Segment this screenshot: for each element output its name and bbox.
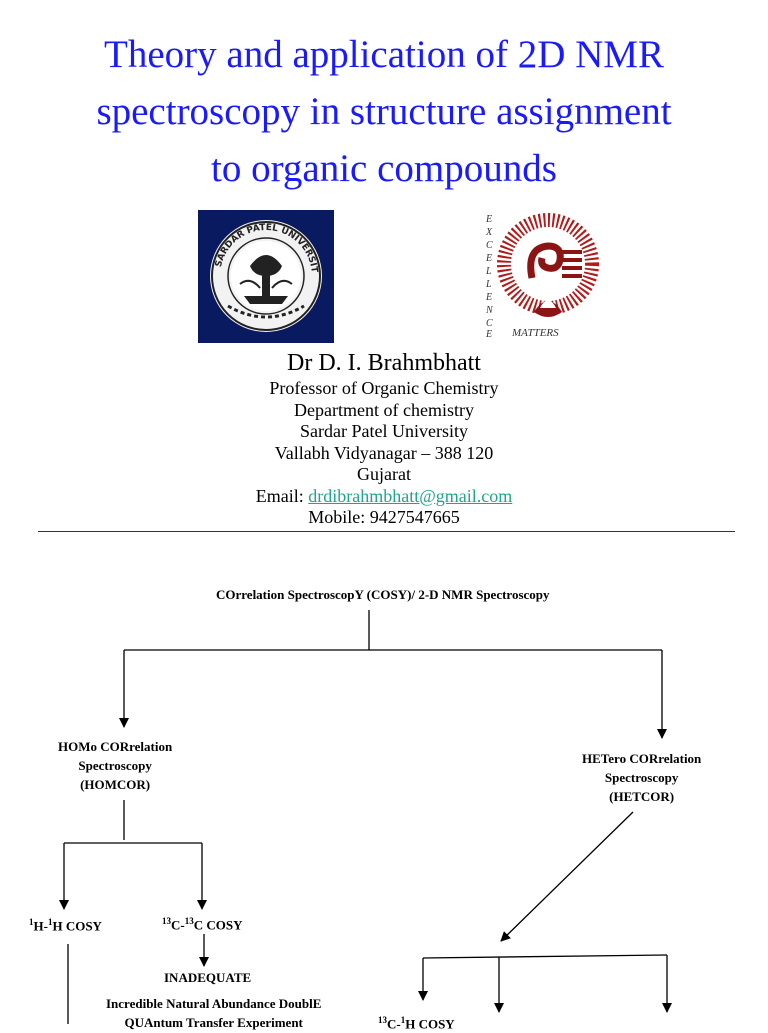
inadequate-node: INADEQUATE	[164, 970, 252, 985]
author-university: Sardar Patel University	[300, 421, 468, 441]
svg-text:C: C	[486, 240, 493, 251]
arrow-hetcor-diagonal	[500, 811, 634, 942]
university-seal-logo: SARDAR PATEL UNIVERSITY	[194, 203, 334, 343]
hetcor-line-1: HETero CORrelation	[582, 751, 702, 766]
inadequate-description: Incredible Natural Abundance DoublE QUAn…	[106, 994, 321, 1032]
author-mobile: Mobile: 9427547665	[308, 507, 460, 527]
title-line-2: spectroscopy in structure assignment	[96, 90, 672, 133]
hetcor-line-2: Spectroscopy	[604, 770, 679, 785]
title-line-3: to organic compounds	[211, 147, 557, 190]
homcor-line-2: Spectroscopy	[78, 758, 152, 773]
author-name: Dr D. I. Brahmbhatt	[287, 350, 481, 376]
hetcor-line-3: (HETCOR)	[609, 789, 675, 804]
email-label: Email:	[255, 485, 304, 506]
svg-text:L: L	[485, 266, 492, 277]
author-address: Vallabh Vidyanagar – 388 120	[274, 442, 494, 463]
hh-cosy-node: 1H-1H COSY	[29, 917, 102, 934]
title-line-1: Theory and application of 2D NMR	[104, 33, 664, 76]
svg-text:E: E	[485, 253, 492, 264]
author-position: Professor of Organic Chemistry	[269, 378, 499, 398]
page-title: Theory and application of 2D NMR spectro…	[0, 26, 768, 197]
svg-text:N: N	[485, 305, 494, 316]
author-state: Gujarat	[357, 464, 411, 484]
homcor-node: HOMo CORrelation Spectroscopy (HOMCOR)	[58, 737, 172, 794]
svg-text:MATTERS: MATTERS	[511, 327, 559, 339]
homcor-line-1: HOMo CORrelation	[58, 739, 173, 754]
ch-cosy-node: 13C-1H COSY	[378, 1015, 455, 1032]
svg-text:E: E	[485, 329, 492, 340]
hetcor-branch	[422, 954, 668, 959]
divider	[38, 531, 735, 532]
inadequate-desc-line-1: Incredible Natural Abundance DoublE	[106, 996, 322, 1011]
author-email-line: Email: drdibrahmbhatt@gmail.com	[0, 486, 768, 508]
root-node: COrrelation SpectroscopY (COSY)/ 2-D NMR…	[216, 587, 550, 602]
svg-text:X: X	[485, 227, 493, 238]
svg-text:L: L	[485, 279, 492, 290]
author-block: Dr D. I. Brahmbhatt Professor of Organic…	[0, 348, 768, 529]
inadequate-desc-line-2: QUAntum Transfer Experiment	[124, 1015, 303, 1030]
hetcor-node: HETero CORrelation Spectroscopy (HETCOR)	[582, 749, 701, 806]
cc-cosy-node: 13C-13C COSY	[162, 916, 243, 933]
homcor-line-3: (HOMCOR)	[80, 777, 151, 792]
svg-text:E: E	[485, 292, 492, 303]
svg-text:C: C	[486, 318, 493, 329]
email-link[interactable]: drdibrahmbhatt@gmail.com	[308, 485, 513, 506]
svg-text:E: E	[485, 214, 492, 225]
author-department: Department of chemistry	[294, 399, 474, 420]
